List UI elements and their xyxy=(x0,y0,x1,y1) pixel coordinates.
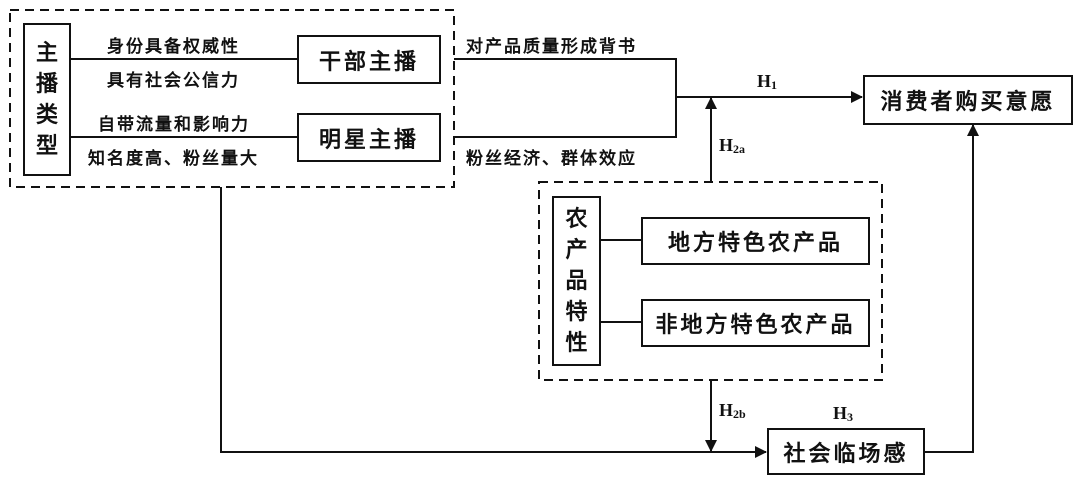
anchor-to-mediator-line xyxy=(220,187,767,458)
non-local-product-box: 非地方特色农产品 xyxy=(641,299,870,347)
celebrity-trait-above: 自带流量和影响力 xyxy=(98,115,250,135)
h2b-label: H2b xyxy=(719,400,746,421)
effect-bracket xyxy=(454,58,677,138)
product-traits-char: 品 xyxy=(565,267,588,294)
product-traits-char: 农 xyxy=(565,205,588,232)
celebrity-trait-below: 知名度高、粉丝量大 xyxy=(88,149,259,169)
cadre-trait-below: 具有社会公信力 xyxy=(107,71,240,91)
product-traits-box: 农 产 品 特 性 xyxy=(552,196,601,366)
outcome-box: 消费者购买意愿 xyxy=(863,75,1073,125)
celebrity-anchor-label: 明星主播 xyxy=(318,126,419,153)
cadre-anchor-box: 干部主播 xyxy=(297,35,441,84)
anchor-type-group xyxy=(9,9,455,188)
anchor-type-char: 播 xyxy=(35,70,58,97)
product-traits-char: 产 xyxy=(565,236,588,263)
non-local-product-label: 非地方特色农产品 xyxy=(655,312,856,338)
product-traits-char: 特 xyxy=(565,298,588,325)
anchor-type-char: 类 xyxy=(35,101,58,128)
cadre-effect-label: 对产品质量形成背书 xyxy=(466,37,637,57)
h3-arrow xyxy=(924,124,979,453)
h2a-label: H2a xyxy=(719,135,746,156)
anchor-type-char: 主 xyxy=(35,39,58,66)
celebrity-anchor-box: 明星主播 xyxy=(297,113,441,162)
outcome-label: 消费者购买意愿 xyxy=(880,89,1056,115)
mediator-label: 社会临场感 xyxy=(783,440,909,467)
mediator-box: 社会临场感 xyxy=(767,428,925,475)
local-product-box: 地方特色农产品 xyxy=(641,217,870,265)
anchor-type-char: 型 xyxy=(35,132,58,159)
anchor-type-box: 主 播 类 型 xyxy=(23,23,71,176)
cadre-anchor-label: 干部主播 xyxy=(318,48,419,75)
cadre-trait-above: 身份具备权威性 xyxy=(107,37,240,57)
h3-label: H3 xyxy=(833,403,854,424)
h1-label: H1 xyxy=(757,71,778,92)
local-product-label: 地方特色农产品 xyxy=(667,230,843,256)
celebrity-effect-label: 粉丝经济、群体效应 xyxy=(466,149,637,169)
product-traits-char: 性 xyxy=(565,329,588,356)
